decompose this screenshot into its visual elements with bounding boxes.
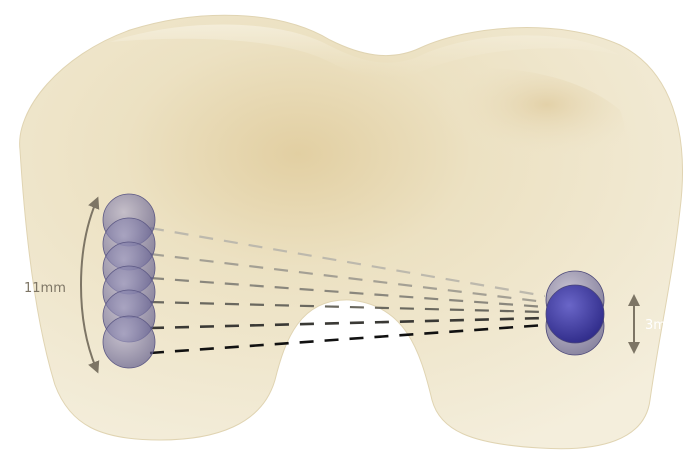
right-dimension-label: 3mm — [645, 318, 679, 333]
right-sphere — [546, 285, 604, 343]
left-dimension-label: 11mm — [24, 281, 66, 296]
left-sphere — [103, 316, 155, 368]
right-sphere-group — [546, 271, 604, 355]
left-sphere-group — [103, 194, 155, 368]
